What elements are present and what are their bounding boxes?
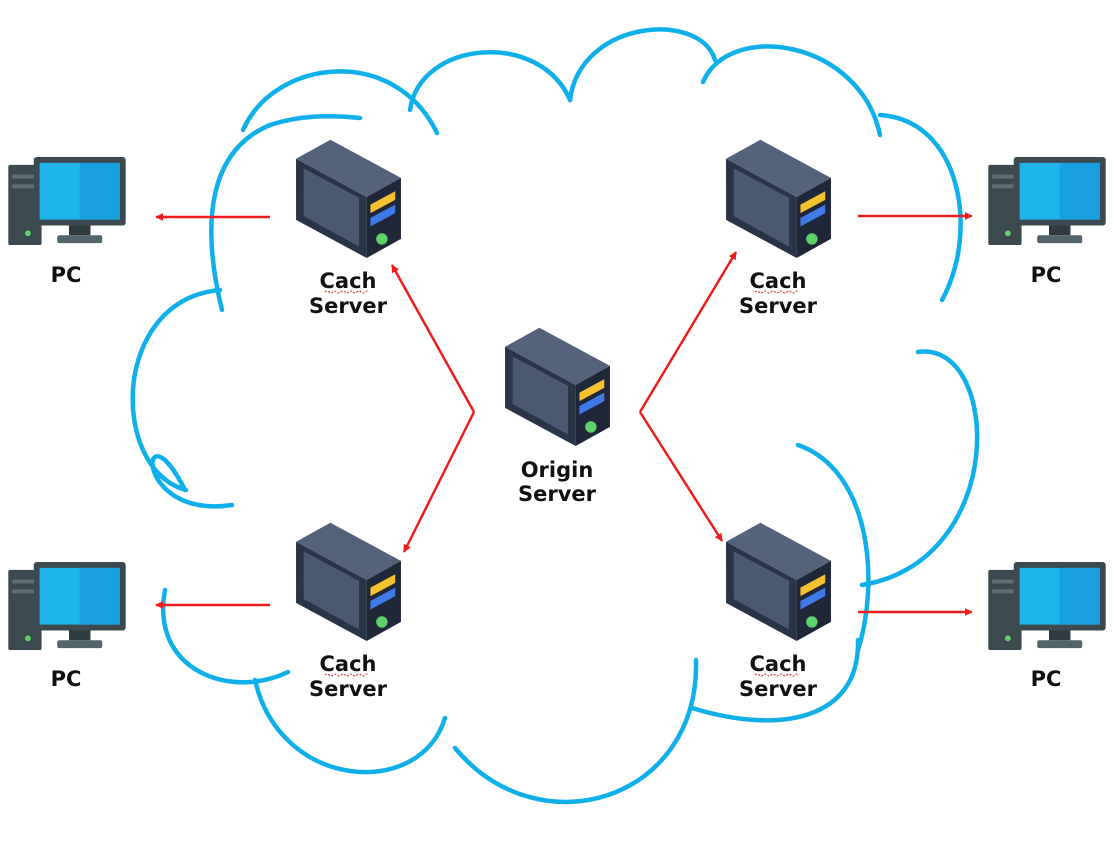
desktop-pc-icon [988, 562, 1106, 651]
server-icon [726, 522, 831, 641]
cloud-arc [689, 637, 861, 723]
pc-top-right: PC [988, 157, 1106, 287]
arrow-origin-to-cache-top-left [390, 264, 476, 413]
cache-label-line1: Cach [750, 652, 807, 676]
cloud-outline [130, 27, 980, 805]
cache-label-line2: Server [309, 294, 388, 318]
desktop-pc-icon [988, 157, 1106, 246]
arrow-origin-to-cache-top-right [638, 251, 738, 413]
pc-bottom-left: PC [8, 562, 126, 691]
cloud-arc [161, 587, 291, 685]
cache-label-line2: Server [309, 677, 388, 701]
cloud-arc [859, 349, 980, 588]
cloud-arc [130, 287, 223, 493]
server-icon [296, 522, 401, 641]
cache-label-line1: Cach [750, 269, 807, 293]
desktop-pc-icon [8, 157, 126, 246]
pc-top-left: PC [8, 157, 126, 287]
cache-server-top-right: Cach Server [726, 139, 831, 318]
spellcheck-underline [324, 673, 370, 677]
origin-server: Origin Server [505, 327, 610, 506]
server-icon [505, 327, 610, 446]
cloud-arc [700, 44, 883, 138]
arrow-origin-to-cache-bottom-right [638, 411, 724, 542]
spellcheck-underline [754, 290, 800, 294]
cloud-arc [795, 442, 871, 653]
pc-label: PC [1031, 667, 1062, 691]
cloud-arc [252, 677, 448, 775]
origin-label-line1: Origin [521, 458, 594, 482]
spellcheck-underline [754, 673, 800, 677]
cloud-arc [567, 27, 718, 103]
cache-server-top-left: Cach Server [296, 139, 401, 318]
cache-label-line1: Cach [320, 652, 377, 676]
cloud-arc [452, 657, 699, 805]
cloud-arc [877, 112, 963, 303]
server-icon [296, 139, 401, 258]
desktop-pc-icon [8, 562, 126, 651]
cache-label-line2: Server [739, 294, 818, 318]
cache-server-bottom-right: Cach Server [726, 522, 831, 701]
spellcheck-underline [324, 290, 370, 294]
cache-label-line2: Server [739, 677, 818, 701]
server-icon [726, 139, 831, 258]
cloud-arc [209, 122, 273, 313]
arrow-origin-to-cache-bottom-left [402, 411, 476, 553]
pc-label: PC [51, 667, 82, 691]
cache-server-bottom-left: Cach Server [296, 522, 401, 701]
pc-bottom-right: PC [988, 562, 1106, 691]
cloud-arc [407, 49, 573, 113]
origin-label-line2: Server [518, 482, 597, 506]
cloud-arc [240, 69, 440, 136]
cloud-arc [267, 114, 363, 128]
cache-label-line1: Cach [320, 269, 377, 293]
connection-arrows [155, 212, 973, 616]
pc-label: PC [51, 263, 82, 287]
pc-label: PC [1031, 263, 1062, 287]
